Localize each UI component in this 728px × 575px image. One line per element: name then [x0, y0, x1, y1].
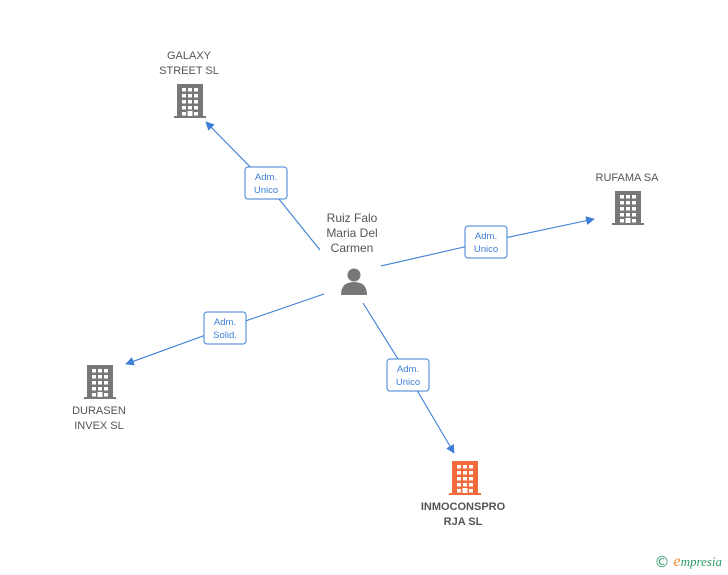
edge-label-box: [386, 358, 430, 392]
edge-inmoconspro: Adm.Unico: [362, 302, 455, 454]
edge-label: Adm.Unico: [474, 231, 498, 255]
edge-galaxy: Adm.Unico: [205, 121, 321, 251]
copyright-icon: ©: [654, 553, 670, 571]
company-node-rufama[interactable]: RUFAMA SA: [596, 172, 660, 225]
person-icon: [341, 268, 367, 295]
company-name: RUFAMA SA: [596, 172, 660, 184]
edge-label: Adm.Unico: [396, 364, 420, 388]
edge-label: Adm.Unico: [254, 172, 278, 196]
footer-brand: © empresia: [654, 553, 722, 571]
edge-durasen: Adm.Solid.: [125, 293, 325, 366]
edge-label-box: [464, 225, 508, 259]
edge-label: Adm.Solid.: [213, 317, 237, 341]
building-icon: [84, 365, 116, 399]
edge-rufama: Adm.Unico: [380, 216, 595, 267]
edge-label-box: [244, 166, 288, 200]
building-icon: [174, 84, 206, 118]
brand-logo: empresia: [673, 553, 722, 570]
building-icon: [612, 191, 644, 225]
edge-label-box: [203, 311, 247, 345]
building-icon: [449, 461, 481, 495]
